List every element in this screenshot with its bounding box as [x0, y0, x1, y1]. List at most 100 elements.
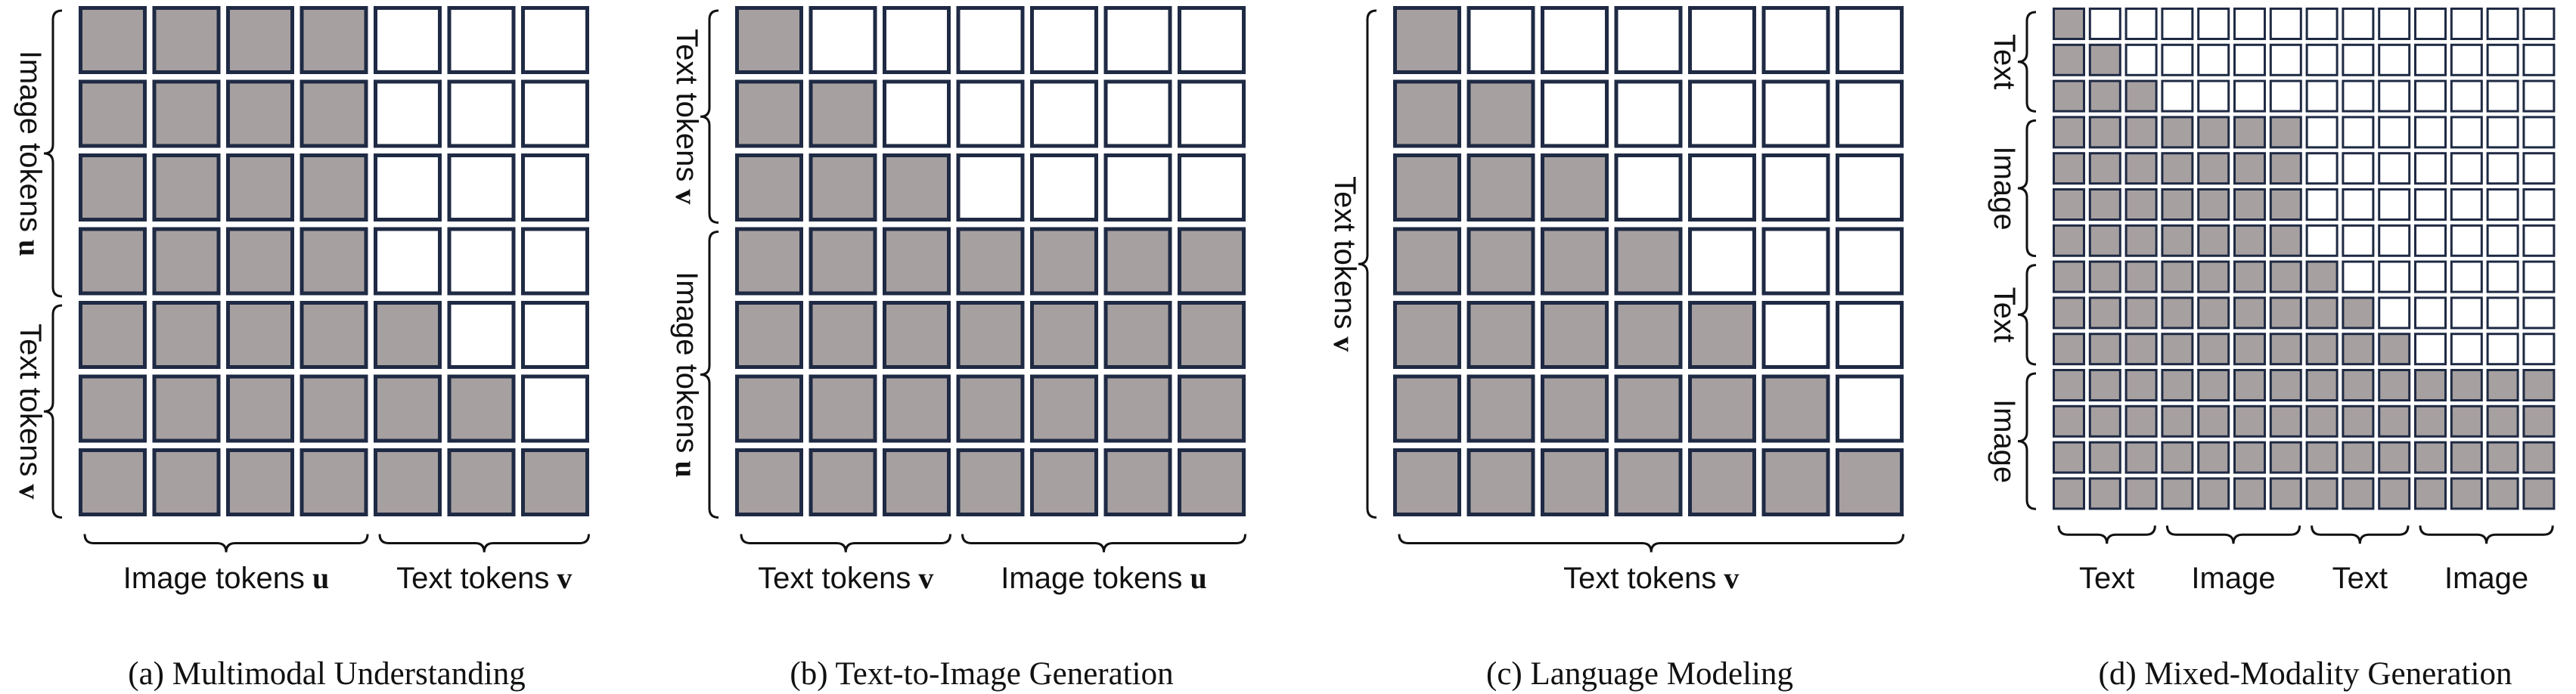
attended-cell: [2053, 369, 2085, 401]
attended-cell: [152, 153, 221, 222]
attended-cell: [2233, 333, 2266, 366]
attended-cell: [2053, 296, 2085, 330]
masked-cell: [1103, 6, 1172, 74]
masked-cell: [2305, 116, 2339, 149]
attended-cell: [2053, 260, 2085, 293]
attended-cell: [2378, 369, 2411, 401]
column-group-brace: [1398, 534, 1904, 553]
attended-cell: [2124, 79, 2158, 113]
masked-cell: [1836, 374, 1904, 443]
masked-cell: [2197, 79, 2230, 113]
masked-cell: [1103, 79, 1172, 148]
column-group-brace: [83, 534, 369, 553]
attended-cell: [2522, 477, 2556, 510]
row-group-brace: [2017, 11, 2037, 113]
masked-cell: [2450, 333, 2483, 366]
attended-cell: [2342, 404, 2375, 438]
attended-cell: [2269, 152, 2302, 185]
attended-cell: [2233, 188, 2266, 221]
attended-cell: [2233, 369, 2266, 401]
masked-cell: [1836, 6, 1904, 74]
row-group-brace: [43, 9, 63, 298]
column-group-brace: [2311, 525, 2410, 544]
attended-cell: [152, 374, 221, 443]
attended-cell: [2124, 477, 2158, 510]
masked-cell: [2522, 333, 2556, 366]
attended-cell: [808, 153, 877, 222]
attended-cell: [299, 227, 368, 296]
attended-cell: [2233, 404, 2266, 438]
group-label-column: Text: [2332, 562, 2388, 595]
attended-cell: [2450, 369, 2483, 401]
masked-cell: [2486, 333, 2519, 366]
attended-cell: [2197, 441, 2230, 474]
masked-cell: [956, 79, 1025, 148]
masked-cell: [2414, 79, 2447, 113]
group-label-column: Text tokens v: [396, 561, 572, 595]
masked-cell: [2305, 8, 2339, 40]
attended-cell: [226, 374, 294, 443]
masked-cell: [447, 153, 516, 222]
masked-cell: [521, 79, 589, 148]
masked-cell: [2342, 8, 2375, 40]
masked-cell: [2414, 333, 2447, 366]
token-symbol: u: [670, 453, 704, 477]
attended-cell: [808, 448, 877, 516]
attended-cell: [2161, 477, 2194, 510]
masked-cell: [521, 374, 589, 443]
attended-cell: [1466, 227, 1535, 296]
row-group-brace: [2017, 119, 2037, 258]
attended-cell: [1466, 79, 1535, 148]
masked-cell: [2522, 188, 2556, 221]
masked-cell: [2522, 43, 2556, 76]
attended-cell: [1466, 374, 1535, 443]
masked-cell: [2378, 260, 2411, 293]
attended-cell: [79, 6, 147, 74]
attended-cell: [1688, 301, 1756, 369]
attended-cell: [956, 448, 1025, 516]
masked-cell: [2233, 79, 2266, 113]
attended-cell: [2088, 116, 2121, 149]
masked-cell: [1688, 79, 1756, 148]
masked-cell: [2450, 260, 2483, 293]
attended-cell: [299, 153, 368, 222]
group-label-row: Image: [1988, 399, 2021, 483]
attended-cell: [2197, 296, 2230, 330]
attended-cell: [1103, 448, 1172, 516]
masked-cell: [1761, 301, 1830, 369]
attended-cell: [2305, 404, 2339, 438]
masked-cell: [2450, 152, 2483, 185]
masked-cell: [521, 227, 589, 296]
attended-cell: [2269, 224, 2302, 257]
attended-cell: [2305, 296, 2339, 330]
attended-cell: [1688, 374, 1756, 443]
attended-cell: [808, 79, 877, 148]
token-symbol: u: [305, 561, 329, 595]
attended-cell: [1393, 153, 1461, 222]
masked-cell: [1761, 227, 1830, 296]
attended-cell: [2233, 296, 2266, 330]
masked-cell: [2342, 116, 2375, 149]
attended-cell: [1178, 227, 1246, 296]
attended-cell: [226, 153, 294, 222]
masked-cell: [2305, 152, 2339, 185]
attended-cell: [2161, 116, 2194, 149]
attended-cell: [2161, 224, 2194, 257]
attended-cell: [2305, 441, 2339, 474]
masked-cell: [2450, 116, 2483, 149]
attended-cell: [2233, 260, 2266, 293]
attended-cell: [2305, 477, 2339, 510]
group-label-column: Image: [2191, 562, 2275, 595]
attended-cell: [2053, 43, 2085, 76]
attended-cell: [226, 301, 294, 369]
group-label-column: Text: [2079, 562, 2134, 595]
attended-cell: [2088, 152, 2121, 185]
attended-cell: [883, 227, 951, 296]
attended-cell: [2305, 260, 2339, 293]
column-group-brace: [2419, 525, 2554, 544]
panel-caption: (a) Multimodal Understanding: [128, 656, 525, 692]
masked-cell: [2522, 296, 2556, 330]
masked-cell: [2522, 79, 2556, 113]
